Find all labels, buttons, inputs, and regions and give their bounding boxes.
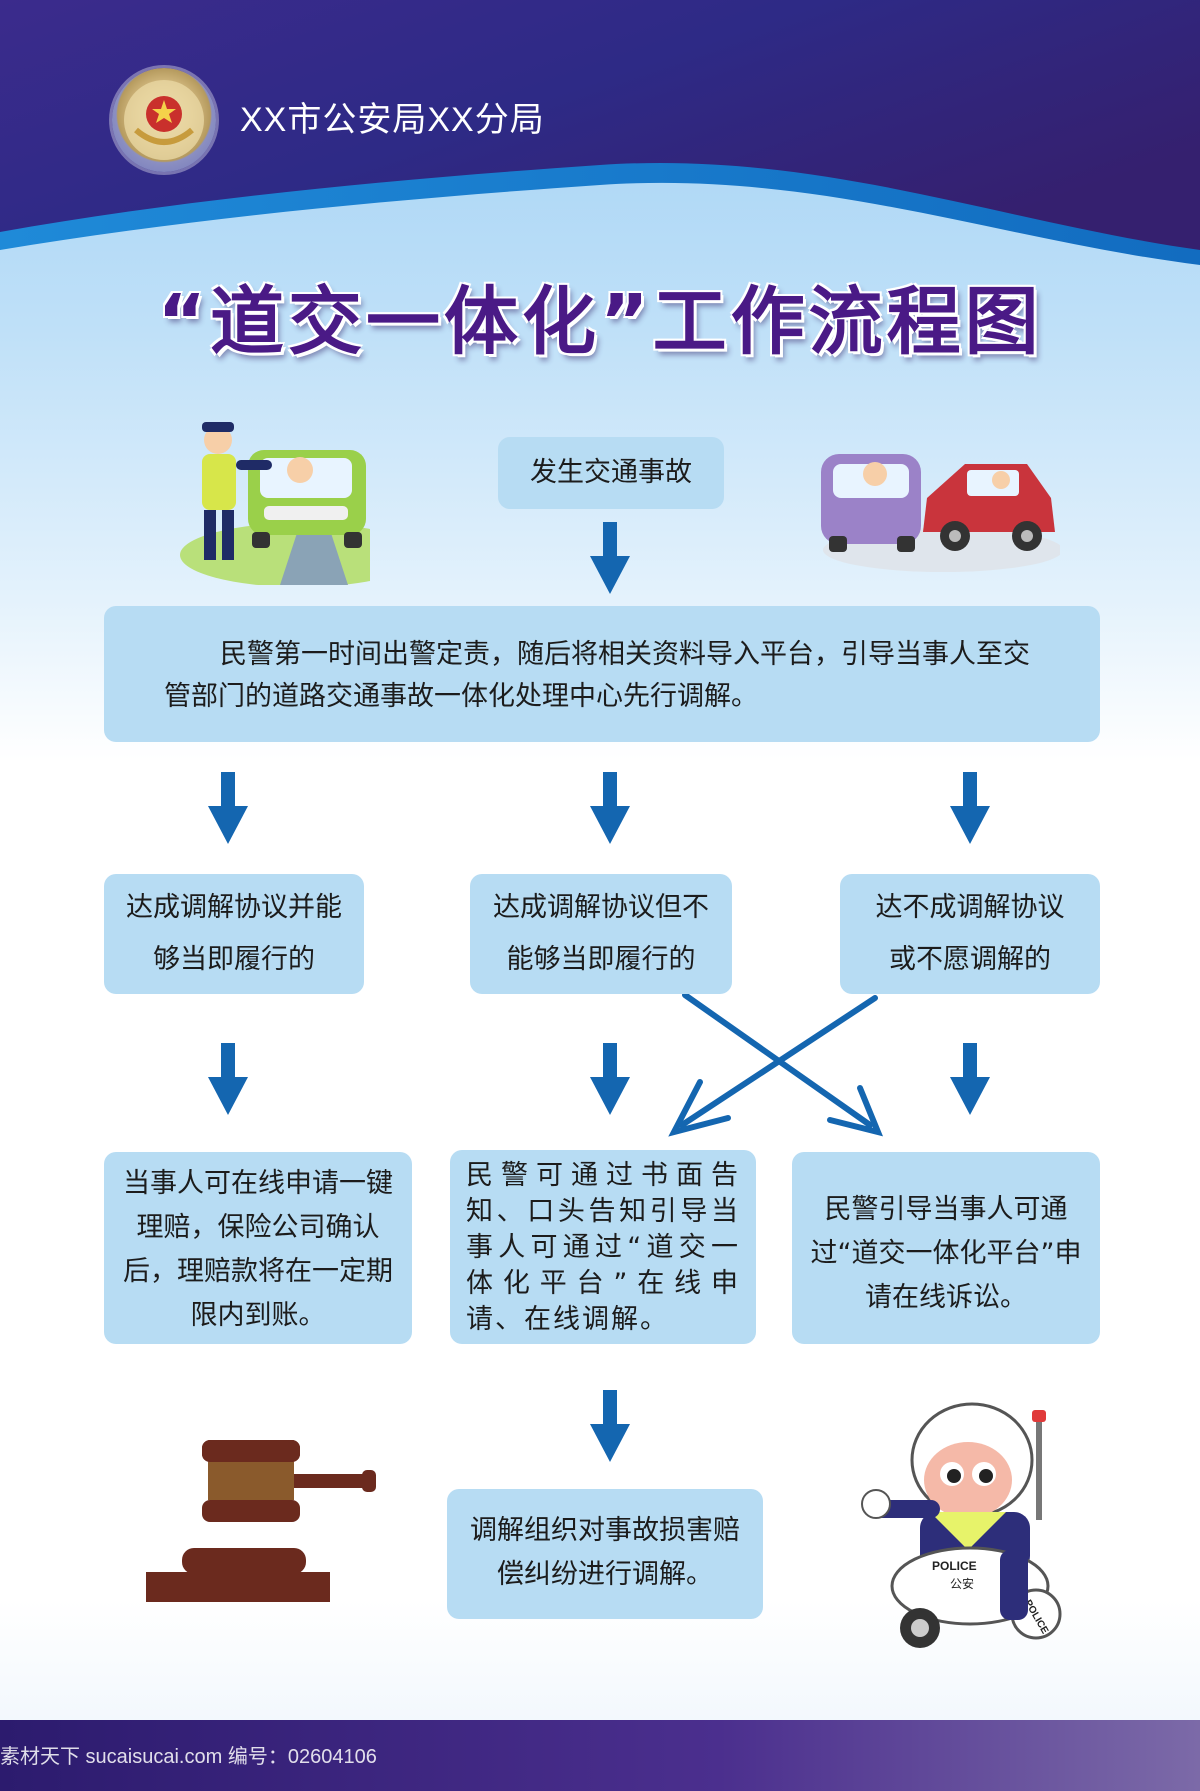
arrow-right-to-result — [950, 1043, 990, 1115]
box-start: 发生交通事故 — [498, 437, 724, 509]
box-branch-mid: 达成调解协议但不能够当即履行的 — [470, 874, 732, 994]
box-step1: 民警第一时间出警定责，随后将相关资料导入平台，引导当事人至交管部门的道路交通事故… — [104, 606, 1100, 742]
box-final: 调解组织对事故损害赔偿纠纷进行调解。 — [447, 1489, 763, 1619]
motorbike-police-illustration: POLICE 公安 POLICE — [861, 1402, 1062, 1648]
header-wave — [0, 0, 1200, 265]
arrow-step1-to-left — [208, 772, 248, 844]
watermark-text: 素材天下 sucaisucai.com 编号：02604106 — [0, 1746, 377, 1768]
arrow-start-to-step1 — [590, 522, 630, 594]
collision-illustration — [821, 454, 1060, 572]
gavel-illustration — [146, 1440, 376, 1602]
page-title: “道交一体化”工作流程图 — [157, 279, 1043, 365]
police-car-illustration — [180, 422, 370, 585]
arrow-mid-to-result — [590, 1043, 630, 1115]
arrow-mid-to-final — [590, 1390, 630, 1462]
box-result-right: 民警引导当事人可通过“道交一体化平台”申请在线诉讼。 — [792, 1152, 1100, 1344]
box-result-left: 当事人可在线申请一键理赔，保险公司确认后，理赔款将在一定期限内到账。 — [104, 1152, 412, 1344]
cross-arrow-head-mid — [668, 1079, 731, 1137]
step1-text: 民警第一时间出警定责，随后将相关资料导入平台，引导当事人至交管部门的道路交通事故… — [164, 639, 1030, 712]
arrow-left-to-result — [208, 1043, 248, 1115]
police-emblem — [112, 68, 216, 172]
cross-arrow-right-to-mid — [679, 995, 878, 1128]
agency-name: XX市公安局XX分局 — [240, 101, 545, 139]
box-branch-left: 达成调解协议并能够当即履行的 — [104, 874, 364, 994]
arrow-step1-to-mid — [590, 772, 630, 844]
police-car-badge: POLICE — [932, 1559, 977, 1573]
police-car-badge-cn: 公安 — [950, 1576, 974, 1591]
box-result-mid: 民警可通过书面告知、口头告知引导当事人可通过“道交一体化平台”在线申请、在线调解… — [450, 1150, 756, 1344]
cross-arrow-head-right — [827, 1085, 884, 1137]
box-branch-right: 达不成调解协议或不愿调解的 — [840, 874, 1100, 994]
arrow-step1-to-right — [950, 772, 990, 844]
watermark-band — [0, 1720, 1200, 1791]
